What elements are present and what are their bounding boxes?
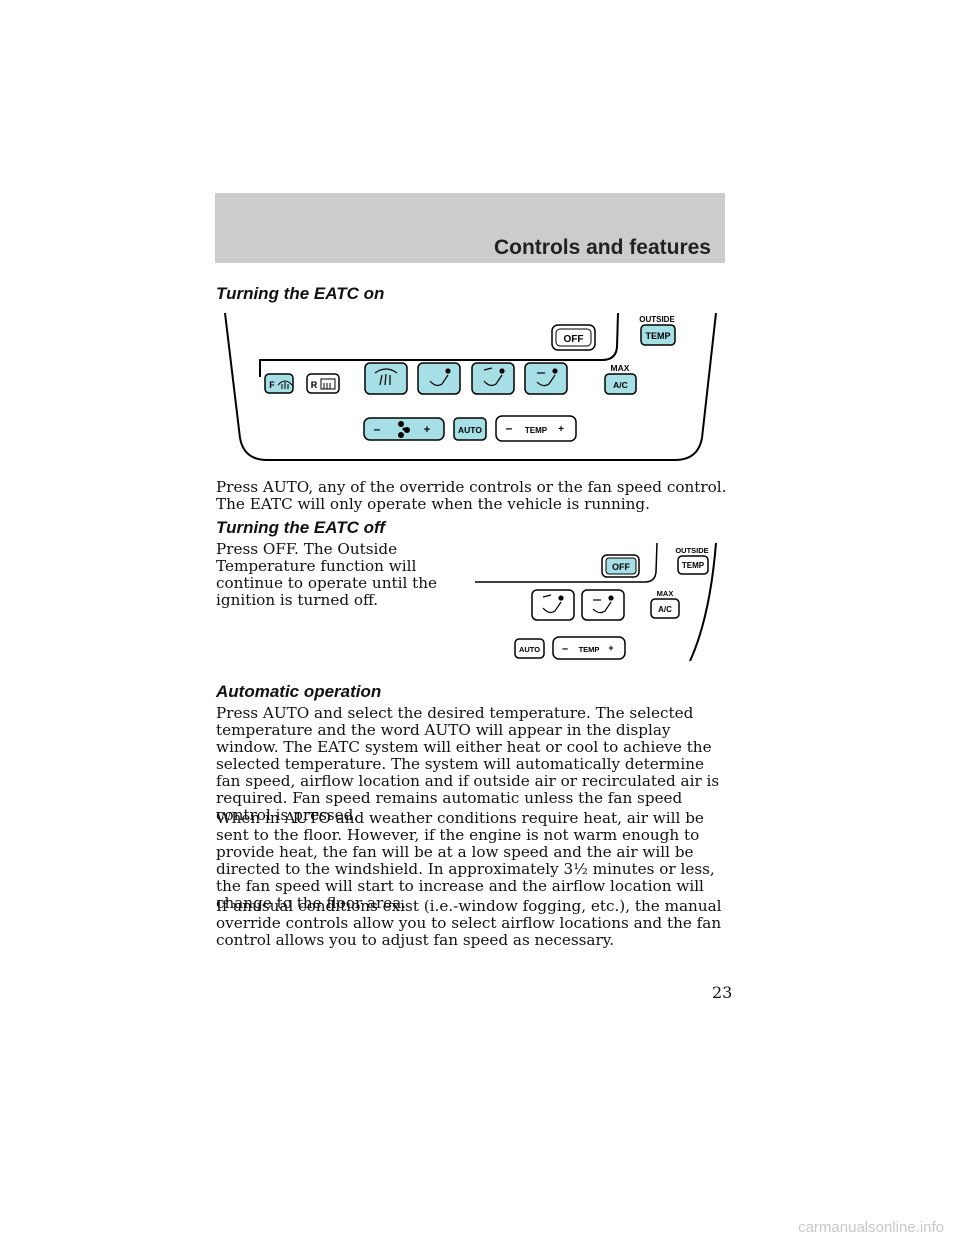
panel-outline — [689, 542, 717, 662]
svg-text:R: R — [311, 380, 318, 390]
paragraph-eatc-on: Press AUTO, any of the override controls… — [216, 478, 727, 513]
fan-decrease: – — [374, 422, 381, 436]
section-header-band: Controls and features — [215, 193, 725, 263]
panel-outline — [224, 312, 717, 461]
temp-decrease: – — [506, 421, 513, 435]
svg-text:A/C: A/C — [613, 380, 628, 390]
svg-text:F: F — [269, 380, 275, 390]
display-window-outline — [259, 312, 619, 377]
display-window-outline — [475, 542, 658, 583]
front-defrost-button[interactable]: F — [264, 373, 294, 394]
max-label: MAX — [657, 589, 674, 598]
floor-mode-button[interactable] — [417, 362, 461, 395]
outside-label: OUTSIDE — [675, 546, 708, 555]
auto-button[interactable]: AUTO — [453, 417, 487, 441]
floor-airflow-icon — [429, 368, 451, 387]
temp-increase: + — [558, 424, 564, 435]
svg-text:OFF: OFF — [564, 334, 584, 345]
outside-temp-button[interactable]: TEMP — [640, 324, 676, 346]
panel-floor-icon — [592, 595, 614, 614]
outside-temp-button[interactable]: TEMP — [677, 555, 709, 575]
svg-text:A/C: A/C — [658, 605, 672, 614]
fan-speed-control[interactable]: – + — [363, 417, 445, 441]
off-button[interactable]: OFF — [551, 324, 596, 351]
max-ac-button[interactable]: A/C — [604, 373, 637, 395]
paragraph-auto-1: Press AUTO and select the desired temper… — [216, 704, 720, 824]
temperature-control[interactable]: – TEMP + — [495, 415, 577, 442]
svg-text:OFF: OFF — [612, 562, 630, 572]
temperature-control[interactable]: – TEMP + — [552, 636, 626, 660]
paragraph-auto-2: When in AUTO and weather conditions requ… — [216, 809, 715, 912]
panel-floor-mode-button[interactable] — [524, 362, 568, 395]
svg-text:AUTO: AUTO — [458, 425, 482, 435]
temp-label: TEMP — [525, 426, 548, 435]
temp-label: TEMP — [579, 645, 600, 654]
panel-floor-icon — [536, 368, 558, 387]
heading-automatic-operation: Automatic operation — [216, 682, 382, 701]
svg-text:AUTO: AUTO — [519, 645, 540, 654]
temp-increase: + — [608, 643, 613, 653]
panel-floor-mode-button[interactable] — [581, 589, 625, 621]
paragraph-eatc-off: Press OFF. The Outside Temperature funct… — [216, 540, 438, 609]
heading-eatc-on: Turning the EATC on — [216, 284, 385, 303]
max-ac-button[interactable]: A/C — [650, 598, 680, 619]
floor-defrost-mode-button[interactable] — [531, 589, 575, 621]
page-number: 23 — [712, 983, 733, 1002]
fan-icon — [398, 421, 410, 438]
windshield-defrost-icon — [374, 368, 398, 386]
floor-defrost-mode-button[interactable] — [471, 362, 515, 395]
svg-text:TEMP: TEMP — [645, 331, 670, 341]
front-defrost-icon — [277, 380, 293, 389]
rear-defrost-icon — [320, 378, 336, 390]
floor-defrost-icon — [483, 367, 505, 387]
paragraph-auto-3: If unusual conditions exist (i.e.-window… — [216, 897, 722, 949]
rear-defrost-button[interactable]: R — [306, 373, 340, 394]
section-title: Controls and features — [493, 236, 711, 259]
off-button[interactable]: OFF — [601, 554, 640, 578]
svg-text:TEMP: TEMP — [682, 561, 705, 570]
fan-increase: + — [424, 424, 430, 436]
defrost-mode-button[interactable] — [364, 362, 408, 395]
heading-eatc-off: Turning the EATC off — [216, 518, 386, 537]
eatc-panel-diagram-full: OFF OUTSIDE TEMP MAX A/C F R — [224, 312, 717, 461]
max-label: MAX — [611, 363, 630, 373]
floor-defrost-icon — [542, 594, 564, 614]
outside-label: OUTSIDE — [639, 315, 675, 324]
watermark: carmanualsonline.info — [798, 1219, 944, 1236]
temp-decrease: – — [562, 643, 568, 655]
auto-button[interactable]: AUTO — [514, 638, 545, 659]
eatc-panel-diagram-partial: OFF OUTSIDE TEMP MAX A/C AUTO — [475, 542, 717, 662]
